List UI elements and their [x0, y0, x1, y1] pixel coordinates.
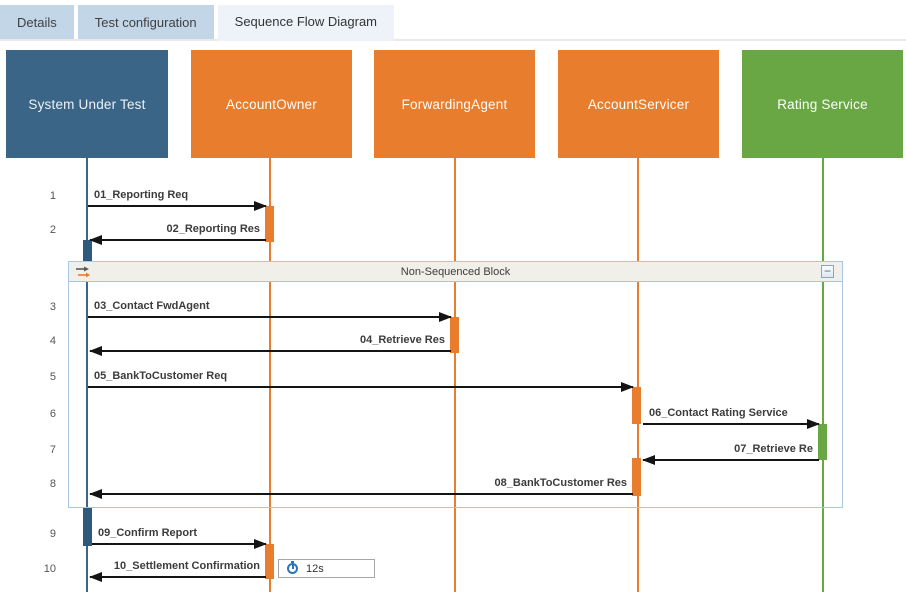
message-label: 07_Retrieve Re — [731, 442, 816, 457]
timer-badge[interactable]: 12s — [278, 559, 375, 578]
lifeline-header-accountowner[interactable]: AccountOwner — [191, 50, 352, 158]
activation-accountowner — [265, 206, 274, 242]
message-arrow — [88, 312, 452, 322]
message-label: 01_Reporting Req — [91, 188, 192, 203]
row-number: 8 — [49, 478, 56, 490]
message-05-banktocustomer-req[interactable]: 05_BankToCustomer Req — [88, 369, 634, 392]
message-arrow — [642, 455, 819, 465]
message-label: 06_Contact Rating Service — [646, 406, 791, 421]
tab-bar: Details Test configuration Sequence Flow… — [0, 0, 906, 41]
activation-sut — [83, 240, 92, 261]
message-08-banktocustomer-res[interactable]: 08_BankToCustomer Res — [89, 476, 633, 499]
non-sequenced-block: Non-Sequenced Block − — [68, 261, 843, 508]
message-arrow — [89, 346, 451, 356]
row-number: 5 — [49, 371, 56, 383]
lifeline-system-under-test — [86, 158, 88, 592]
message-07-retrieve-res[interactable]: 07_Retrieve Re — [642, 442, 819, 465]
message-06-contact-rating-service[interactable]: 06_Contact Rating Service — [643, 406, 820, 429]
row-number: 9 — [49, 528, 56, 540]
lifeline-forwardingagent — [454, 158, 456, 592]
lifeline-header-forwardingagent[interactable]: ForwardingAgent — [374, 50, 535, 158]
stopwatch-icon — [287, 561, 298, 574]
message-10-settlement-confirmation[interactable]: 10_Settlement Confirmation — [89, 559, 266, 582]
message-arrow — [89, 235, 266, 245]
message-label: 05_BankToCustomer Req — [91, 369, 231, 384]
row-number: 7 — [49, 444, 56, 456]
message-09-confirm-report[interactable]: 09_Confirm Report — [92, 526, 267, 549]
row-number: 2 — [49, 224, 56, 236]
message-label: 08_BankToCustomer Res — [491, 476, 630, 491]
message-label: 04_Retrieve Res — [356, 333, 448, 348]
sequence-flow-diagram: System Under Test AccountOwner Forwardin… — [0, 42, 906, 606]
message-arrow — [88, 382, 634, 392]
message-arrow — [89, 489, 633, 499]
tab-test-configuration[interactable]: Test configuration — [77, 5, 214, 39]
message-arrow — [92, 539, 267, 549]
row-number: 3 — [49, 301, 56, 313]
activation-forwardingagent — [450, 317, 459, 353]
row-number: 10 — [43, 563, 56, 575]
message-02-reporting-res[interactable]: 02_Reporting Res — [89, 222, 266, 245]
row-number: 6 — [49, 408, 56, 420]
message-arrow — [89, 572, 266, 582]
message-arrow — [643, 419, 820, 429]
lifeline-header-accountservicer[interactable]: AccountServicer — [558, 50, 719, 158]
message-label: 10_Settlement Confirmation — [110, 559, 263, 574]
message-01-reporting-req[interactable]: 01_Reporting Req — [88, 188, 267, 211]
lifeline-rating-service — [822, 158, 824, 592]
lifeline-accountowner — [269, 158, 271, 592]
activation-accountowner — [265, 544, 274, 579]
lifeline-header-rating-service[interactable]: Rating Service — [742, 50, 903, 158]
message-arrow — [88, 201, 267, 211]
activation-rating-service — [818, 424, 827, 460]
lifeline-header-system-under-test[interactable]: System Under Test — [6, 50, 168, 158]
activation-sut — [83, 508, 92, 546]
non-sequenced-icon — [76, 266, 90, 278]
row-number: 1 — [49, 190, 56, 202]
message-label: 02_Reporting Res — [163, 222, 263, 237]
lifeline-accountservicer — [637, 158, 639, 592]
message-label: 03_Contact FwdAgent — [91, 299, 213, 314]
non-sequenced-block-header[interactable]: Non-Sequenced Block − — [69, 262, 842, 282]
row-number: 4 — [49, 335, 56, 347]
activation-accountservicer — [632, 387, 641, 424]
tab-sequence-flow-diagram[interactable]: Sequence Flow Diagram — [217, 5, 395, 41]
collapse-block-button[interactable]: − — [821, 265, 834, 278]
message-label: 09_Confirm Report — [95, 526, 201, 541]
activation-accountservicer — [632, 458, 641, 496]
message-04-retrieve-res[interactable]: 04_Retrieve Res — [89, 333, 451, 356]
timer-value: 12s — [306, 562, 324, 575]
non-sequenced-block-title: Non-Sequenced Block — [400, 265, 511, 278]
tab-details[interactable]: Details — [0, 5, 74, 39]
message-03-contact-fwdagent[interactable]: 03_Contact FwdAgent — [88, 299, 452, 322]
